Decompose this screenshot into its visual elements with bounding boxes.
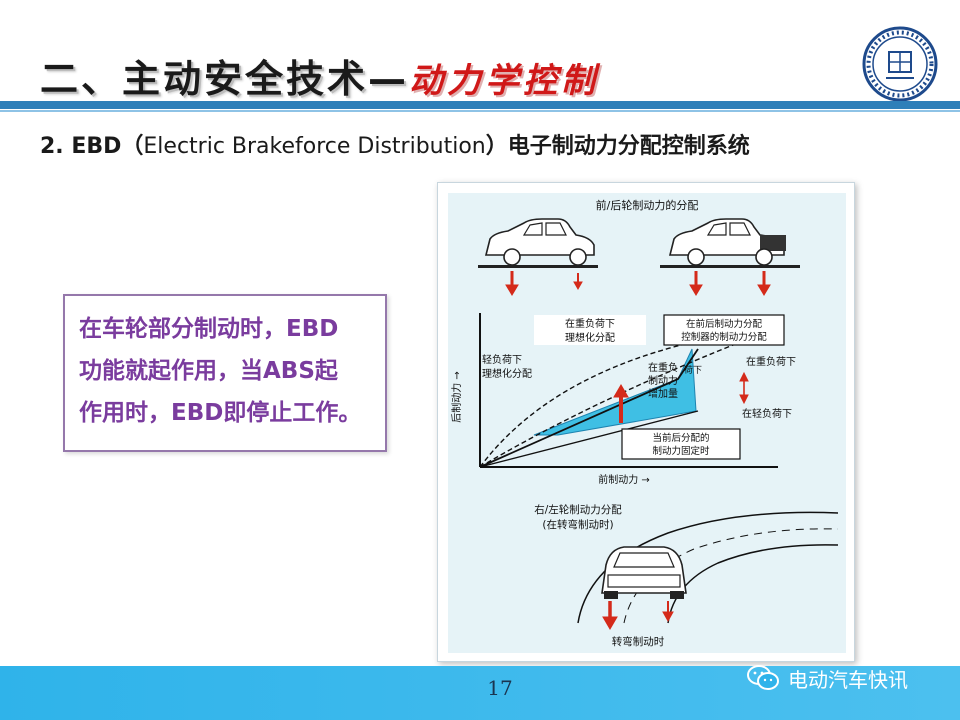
- label-increase-2: 制动力: [648, 374, 678, 387]
- label-under-light: 在轻负荷下: [742, 407, 792, 420]
- increase-arrow: [613, 384, 629, 423]
- cornering-arrows: [602, 601, 674, 630]
- note-box: 在车轮部分制动时，EBD 功能就起作用，当ABS起 作用时，EBD即停止工作。: [63, 294, 387, 452]
- title-main: 二、主动安全技术—: [40, 57, 410, 101]
- ebd-diagram: 前/后轮制动力的分配 后制动: [437, 182, 855, 662]
- label-under-heavy: 在重负荷下: [746, 355, 796, 368]
- label-heavy-ideal-2: 理想化分配: [565, 331, 615, 344]
- figure-top-title: 前/后轮制动力的分配: [596, 198, 699, 212]
- y-axis-label: 后制动力 →: [450, 371, 463, 423]
- brake-arrows-top: [505, 271, 771, 296]
- label-fixed-2: 制动力固定时: [652, 445, 710, 457]
- x-axis-label: 前制动力 →: [598, 473, 650, 486]
- bottom-title-2: (在转弯制动时): [542, 518, 613, 531]
- section-subtitle: 2. EBD（Electric Brakeforce Distribution）…: [40, 128, 750, 160]
- fixed-line: [479, 410, 699, 468]
- note-line: 作用时，EBD即停止工作。: [79, 400, 362, 426]
- label-fixed-1: 当前后分配的: [652, 432, 709, 444]
- heavy-ideal-curve: [479, 342, 739, 468]
- slide-title: 二、主动安全技术—动力学控制: [40, 48, 600, 101]
- car-rear-icon: [601, 546, 687, 599]
- page-number: 17: [487, 676, 513, 700]
- car-left-icon: [478, 218, 598, 268]
- header-rule-thin: [0, 110, 960, 112]
- label-heavy-bg: [534, 315, 646, 345]
- brand-watermark: 电动汽车快讯: [746, 660, 908, 696]
- label-heavy-ideal-1: 在重负荷下: [565, 317, 615, 330]
- subtitle-prefix: 2. EBD（: [40, 134, 144, 159]
- controller-line: [479, 348, 699, 468]
- controller-box: [663, 314, 785, 346]
- fixed-box: [621, 428, 741, 460]
- header-rule: [0, 101, 960, 109]
- note-line: 在车轮部分制动时，EBD: [79, 316, 339, 342]
- cornering-label: 转弯制动时: [612, 635, 665, 648]
- subtitle-english: Electric Brakeforce Distribution: [143, 134, 486, 159]
- label-increase-1: 在重负: [648, 361, 678, 374]
- wechat-icon: [747, 665, 779, 690]
- chart-axes: [479, 313, 778, 468]
- university-seal-logo: [862, 26, 938, 102]
- label-light-ideal-2: 理想化分配: [482, 367, 532, 380]
- subtitle-suffix: ）电子制动力分配控制系统: [485, 134, 750, 159]
- label-increase-3: 增加量: [648, 387, 678, 400]
- footer-bar: [0, 666, 960, 720]
- bottom-title-1: 右/左轮制动力分配: [534, 503, 622, 516]
- load-arrow: [739, 371, 749, 405]
- label-heavy-tag: 荷下: [684, 365, 702, 376]
- brand-text: 电动汽车快讯: [788, 667, 908, 692]
- car-right-icon: [660, 218, 800, 268]
- label-controller-2: 控制器的制动力分配: [681, 331, 767, 343]
- label-controller-1: 在前后制动力分配: [686, 318, 763, 330]
- title-sub: 动力学控制: [409, 61, 600, 101]
- note-line: 功能就起作用，当ABS起: [79, 358, 338, 384]
- label-light-ideal-1: 轻负荷下: [482, 353, 522, 366]
